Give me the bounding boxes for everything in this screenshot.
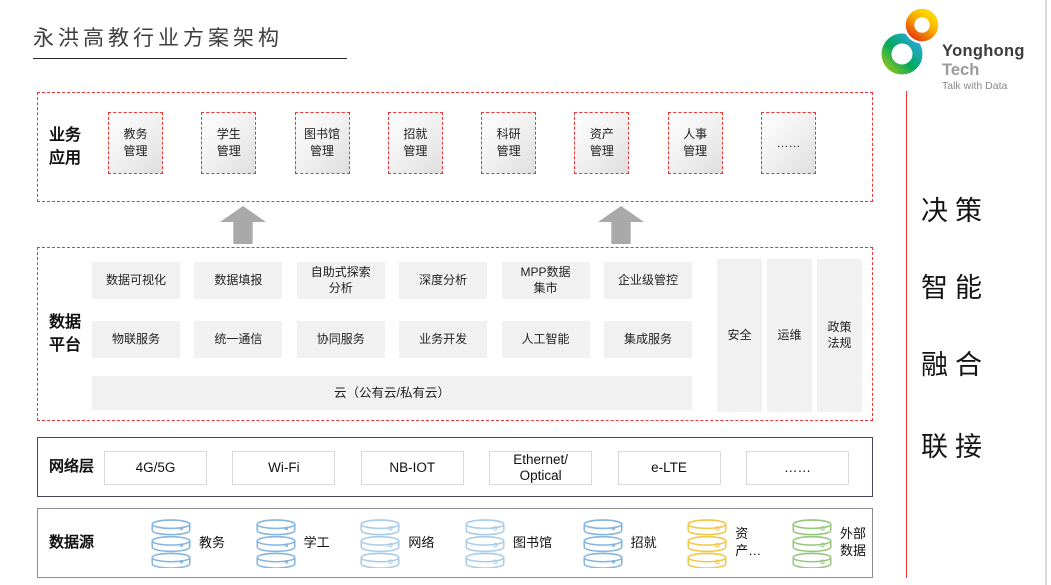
datasource-band-label: 数据源: [49, 534, 95, 552]
app-box-tushuguan: 图书馆 管理: [294, 112, 350, 174]
pillar-operations: 运维: [767, 259, 812, 412]
datasource-item: 图书馆: [464, 518, 552, 568]
logo-rings-icon: [881, 8, 941, 75]
data-platform-band: 数据 平台 数据可视化 数据填报 自助式探索 分析 深度分析 MPP数据 集市 …: [37, 247, 873, 421]
platform-box-ai: 人工智能: [501, 321, 590, 358]
platform-box-deep-analysis: 深度分析: [399, 262, 488, 299]
database-icon: [583, 519, 623, 568]
up-arrow-icon: [220, 206, 266, 244]
datasource-item: 外部 数据: [791, 518, 866, 568]
platform-band-label: 数据 平台: [49, 313, 82, 354]
database-icon: [687, 519, 727, 568]
network-box-nbiot: NB-IOT: [360, 451, 464, 485]
platform-box-integration: 集成服务: [603, 321, 692, 358]
side-keyword-fusion: 融合: [921, 350, 989, 381]
app-box-more: ……: [760, 112, 816, 174]
datasource-label: 招就: [630, 534, 657, 550]
page-title: 永洪高教行业方案架构: [33, 26, 283, 50]
side-keyword-intelligence: 智能: [921, 273, 989, 304]
platform-row-1: 数据可视化 数据填报 自助式探索 分析 深度分析 MPP数据 集市 企业级管控: [92, 262, 692, 299]
platform-box-iot-service: 物联服务: [92, 321, 180, 358]
datasource-item: 招就: [582, 518, 657, 568]
cloud-bar: 云（公有云/私有云）: [92, 376, 692, 410]
yonghong-logo: Yonghong Tech Talk with Data: [880, 6, 1050, 92]
database-icon: [465, 519, 505, 568]
database-icon: [256, 519, 296, 568]
network-band-label: 网络层: [49, 458, 95, 476]
datasource-label: 资 产…: [735, 526, 762, 558]
app-box-zichan: 资产 管理: [574, 112, 630, 174]
datasource-item: 教务: [150, 518, 225, 568]
datasource-label: 网络: [408, 534, 435, 550]
up-arrow-icon: [598, 206, 644, 244]
datasource-label: 教务: [199, 534, 226, 550]
datasource-label: 学工: [303, 534, 330, 550]
platform-box-mpp: MPP数据 集市: [501, 262, 590, 299]
side-keyword-connection: 联接: [921, 432, 989, 463]
datasource-label: 图书馆: [512, 534, 552, 550]
platform-box-visualization: 数据可视化: [92, 262, 180, 299]
logo-text: Yonghong Tech Talk with Data: [942, 42, 1050, 93]
platform-row-2: 物联服务 统一通信 协同服务 业务开发 人工智能 集成服务: [92, 321, 692, 358]
logo-brand: Yonghong: [942, 42, 1025, 60]
datasource-row: 教务 学工: [150, 518, 866, 568]
app-box-keyan: 科研 管理: [481, 112, 537, 174]
network-box-4g5g: 4G/5G: [104, 451, 207, 485]
platform-box-reporting: 数据填报: [194, 262, 283, 299]
pillar-security: 安全: [717, 259, 762, 412]
platform-box-business-dev: 业务开发: [399, 321, 488, 358]
platform-box-unified-comm: 统一通信: [194, 321, 283, 358]
datasource-label: 外部 数据: [839, 526, 866, 558]
network-box-wifi: Wi-Fi: [232, 451, 336, 485]
datasource-band: 数据源 教务: [37, 508, 873, 578]
network-box-ethernet: Ethernet/ Optical: [489, 451, 593, 485]
business-apps-band: 业务 应用 教务 管理 学生 管理 图书馆 管理 招就 管理 科研 管理 资产 …: [37, 92, 873, 202]
platform-box-selfservice: 自助式探索 分析: [296, 262, 385, 299]
slide-right-edge: [1045, 0, 1047, 585]
platform-box-governance: 企业级管控: [603, 262, 692, 299]
app-box-jiaowu: 教务 管理: [108, 112, 163, 174]
datasource-item: 资 产…: [686, 518, 761, 568]
network-box-more: ……: [745, 451, 849, 485]
side-keyword-decision: 决策: [921, 196, 989, 227]
title-underline: [33, 58, 347, 59]
logo-tagline: Talk with Data: [942, 80, 1008, 93]
network-row: 4G/5G Wi-Fi NB-IOT Ethernet/ Optical e-L…: [104, 451, 849, 485]
app-box-xuesheng: 学生 管理: [201, 112, 257, 174]
database-icon: [792, 519, 832, 568]
app-box-renshi: 人事 管理: [667, 112, 723, 174]
network-box-elte: e-LTE: [617, 451, 721, 485]
datasource-item: 学工: [255, 518, 330, 568]
red-divider-line: [906, 91, 907, 578]
pillar-policy: 政策 法规: [817, 259, 862, 412]
database-icon: [151, 519, 191, 568]
database-icon: [360, 519, 400, 568]
platform-box-collaboration: 协同服务: [296, 321, 385, 358]
business-apps-row: 教务 管理 学生 管理 图书馆 管理 招就 管理 科研 管理 资产 管理 人事 …: [108, 112, 816, 174]
app-box-zhaojiu: 招就 管理: [387, 112, 443, 174]
business-band-label: 业务 应用: [49, 126, 82, 167]
datasource-item: 网络: [359, 518, 434, 568]
network-band: 网络层 4G/5G Wi-Fi NB-IOT Ethernet/ Optical…: [37, 437, 873, 497]
logo-brand-suffix: Tech: [942, 60, 980, 79]
